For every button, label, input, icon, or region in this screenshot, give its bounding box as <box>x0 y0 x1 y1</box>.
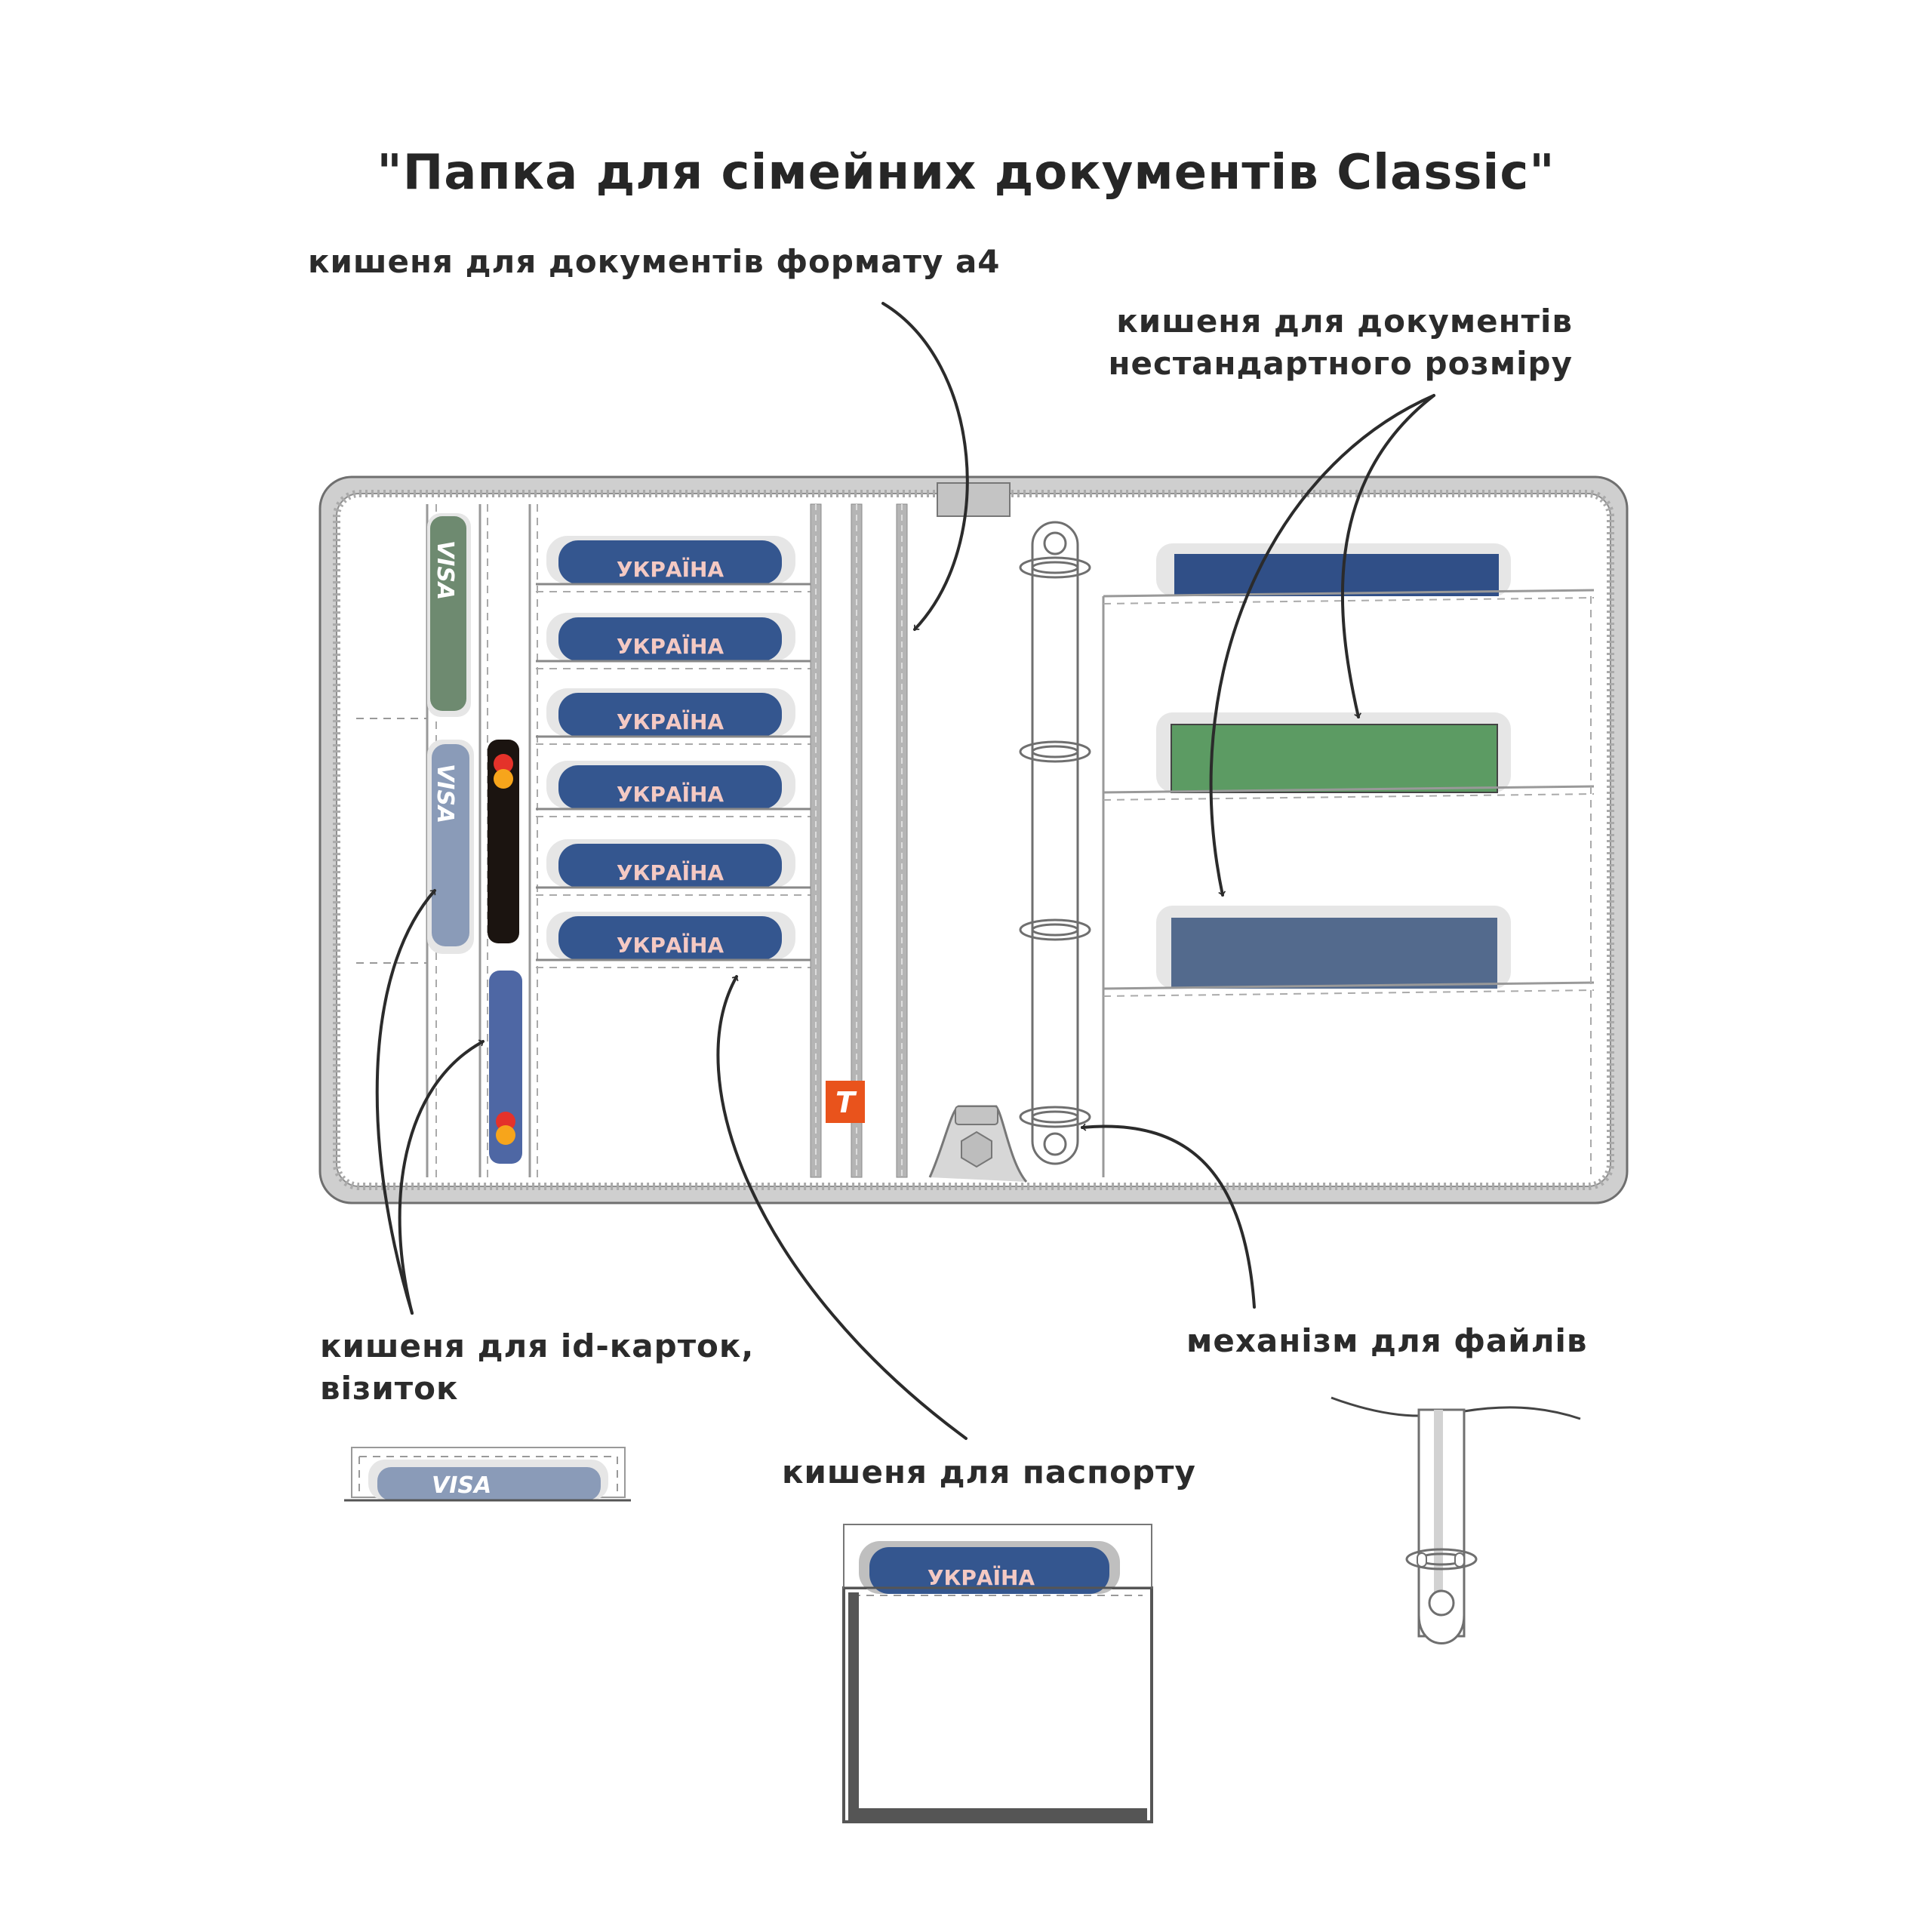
visa-logo-text: VISA <box>432 540 458 600</box>
passport-word: УКРАЇНА <box>617 709 724 734</box>
detail-passport-pocket: УКРАЇНА <box>842 1524 1153 1823</box>
label-id-card-pocket: кишеня для id-карток, візиток <box>320 1325 754 1410</box>
passport-card: УКРАЇНА <box>536 613 814 669</box>
passport-word: УКРАЇНА <box>617 556 724 582</box>
passport-stack: УКРАЇНА УКРАЇНА УКРАЇНА УКРАЇНА УКРАЇНА УКРАЇ… <box>536 536 814 968</box>
passport-word: УКРАЇНА <box>928 1564 1035 1590</box>
arrow-passport <box>716 975 968 1440</box>
passport-card: УКРАЇНА <box>536 839 814 896</box>
passport-word: УКРАЇНА <box>617 932 724 958</box>
document-slate <box>1171 918 1497 989</box>
label-a4-pocket: кишеня для документів формату а4 <box>308 243 1001 280</box>
label-nonstandard-pocket: кишеня для документів нестандартного роз… <box>1108 300 1573 385</box>
visa-logo-text: VISA <box>432 1472 491 1499</box>
mastercard-card-dark <box>488 740 519 943</box>
detail-id-card-pocket: VISA <box>344 1447 631 1502</box>
label-file-mechanism: механізм для файлів <box>1186 1322 1588 1359</box>
arrow-nonstd-1 <box>1340 394 1435 718</box>
arrow-id-2 <box>398 1039 485 1315</box>
arrow-nonstd-2 <box>1209 394 1435 897</box>
callout-arrows <box>375 302 1435 1440</box>
arrow-a4 <box>881 302 969 631</box>
label-passport-pocket: кишеня для паспорту <box>782 1454 1196 1491</box>
brand-logo-letter: T <box>835 1086 857 1119</box>
mastercard-icon <box>494 754 513 774</box>
passport-card: УКРАЇНА <box>536 912 814 968</box>
passport-word: УКРАЇНА <box>617 633 724 659</box>
ring-mechanism <box>1019 521 1091 1165</box>
passport-word: УКРАЇНА <box>617 860 724 885</box>
visa-card-green: VISA <box>427 513 471 717</box>
document-green <box>1171 724 1498 793</box>
visa-card-grey-blue: VISA <box>427 740 474 954</box>
arrow-mechanism <box>1081 1123 1256 1309</box>
document-navy <box>1174 554 1499 596</box>
label-id-line1: кишеня для id-карток, <box>320 1327 755 1364</box>
right-document-pockets <box>1102 543 1595 1177</box>
brand-logo-icon <box>826 1081 865 1123</box>
mastercard-icon <box>496 1112 515 1131</box>
detail-file-mechanism <box>1331 1396 1581 1644</box>
page-title: "Папка для сімейних документів Classic" <box>377 145 1555 201</box>
passport-card: УКРАЇНА <box>536 761 814 817</box>
card-slot-columns <box>356 504 538 1177</box>
label-nonstandard-line2: нестандартного розміру <box>1108 345 1573 382</box>
a4-pocket-spine: T <box>810 503 908 1178</box>
label-id-line2: візиток <box>320 1370 459 1407</box>
label-nonstandard-line1: кишеня для документів <box>1116 303 1573 340</box>
passport-word: УКРАЇНА <box>617 781 724 807</box>
arrow-id-1 <box>375 889 436 1315</box>
visa-logo-text: VISA <box>432 764 458 823</box>
passport-card: УКРАЇНА <box>536 536 814 592</box>
zipper-pull <box>928 1105 1028 1183</box>
passport-card: УКРАЇНА <box>536 688 814 745</box>
mastercard-card-navy <box>489 971 522 1164</box>
